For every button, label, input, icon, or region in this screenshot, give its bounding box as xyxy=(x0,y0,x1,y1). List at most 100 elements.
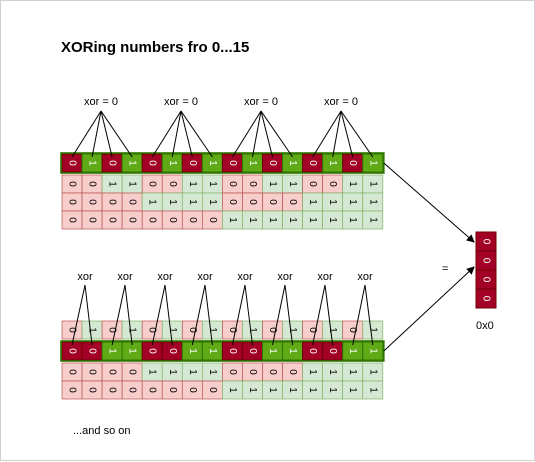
bit-value: 1 xyxy=(307,199,318,205)
bit-cell: 1 xyxy=(141,192,163,212)
bit-value: 0 xyxy=(127,217,138,223)
bit-cell: 0 xyxy=(302,174,324,194)
bit-cell: 0 xyxy=(222,362,243,382)
bit-value: 0 xyxy=(107,369,118,375)
bit-value: 1 xyxy=(207,327,218,333)
bit-cell: 1 xyxy=(302,380,324,400)
xor-label: xor = 0 xyxy=(244,96,278,108)
bit-value: 0 xyxy=(107,199,118,205)
bit-value: 1 xyxy=(327,369,338,375)
bit-value: 1 xyxy=(267,348,278,354)
arrow-bottom-to-result xyxy=(383,266,475,352)
bit-cell: 0 xyxy=(302,320,324,340)
bit-cell: 0 xyxy=(81,380,103,400)
bit-value: 1 xyxy=(287,348,298,354)
bit-value: 0 xyxy=(87,369,98,375)
bit-value: 1 xyxy=(367,348,378,354)
bit-value: 0 xyxy=(227,160,238,166)
bit-value: 0 xyxy=(127,369,138,375)
bit-value: 0 xyxy=(227,199,238,205)
bit-cell: 0 xyxy=(61,174,83,194)
connector-line xyxy=(340,110,374,158)
bit-cell: 0 xyxy=(222,320,243,340)
xor-label: xor = 0 xyxy=(324,96,358,108)
bit-value: 1 xyxy=(347,199,358,205)
bit-value: 1 xyxy=(187,348,198,354)
bit-value: 1 xyxy=(247,327,258,333)
bit-value: 0 xyxy=(147,348,158,354)
bit-value: 0 xyxy=(147,217,158,223)
bit-value: 1 xyxy=(127,348,138,354)
bit-cell-bg xyxy=(362,153,384,173)
bit-value: 0 xyxy=(187,217,198,223)
bit-value: 0 xyxy=(107,217,118,223)
xor-label: xor xyxy=(157,271,173,283)
bit-value: 1 xyxy=(367,369,378,375)
bit-value: 0 xyxy=(347,160,358,166)
bit-cell-bg xyxy=(475,288,497,309)
bit-cell: 0 xyxy=(81,192,103,212)
bit-cell: 1 xyxy=(342,210,364,230)
bit-value: 1 xyxy=(347,387,358,393)
bit-cell: 0 xyxy=(81,210,103,230)
xor-label: xor xyxy=(237,271,253,283)
bit-cell: 1 xyxy=(101,174,123,194)
bit-cell: 0 xyxy=(161,380,183,400)
bit-value: 1 xyxy=(287,217,298,223)
bit-value: 0 xyxy=(247,181,258,187)
bit-value: 1 xyxy=(347,348,358,354)
bit-value: 0 xyxy=(227,369,238,375)
bit-value: 0 xyxy=(481,258,492,264)
bit-value: 1 xyxy=(347,369,358,375)
bit-cell: 1 xyxy=(362,153,384,173)
bit-cell: 0 xyxy=(61,210,83,230)
bit-value: 1 xyxy=(287,160,298,166)
bit-cell: 0 xyxy=(141,320,163,340)
bit-value: 0 xyxy=(147,387,158,393)
bit-cell: 0 xyxy=(101,192,123,212)
connector-line xyxy=(204,284,213,346)
bit-cell: 1 xyxy=(181,341,203,361)
bit-cell: 0 xyxy=(242,192,263,212)
bit-cell: 0 xyxy=(202,380,223,400)
bit-value: 0 xyxy=(327,181,338,187)
connector-line xyxy=(260,110,274,158)
bit-cell: 1 xyxy=(121,174,143,194)
bit-cell: 1 xyxy=(282,210,303,230)
bit-value: 0 xyxy=(67,387,78,393)
connector-line xyxy=(244,284,253,346)
bit-cell: 0 xyxy=(141,174,163,194)
connector-line xyxy=(231,284,246,346)
bit-cell: 0 xyxy=(262,192,283,212)
xor-label: xor xyxy=(117,271,133,283)
bit-cell: 0 xyxy=(282,362,303,382)
bit-value: 1 xyxy=(307,217,318,223)
bit-value: 1 xyxy=(267,387,278,393)
connector-line xyxy=(151,110,182,158)
bit-value: 0 xyxy=(267,369,278,375)
bit-value: 1 xyxy=(287,387,298,393)
bit-value: 1 xyxy=(367,387,378,393)
bit-cell: 0 xyxy=(322,174,344,194)
bit-value: 1 xyxy=(367,217,378,223)
bit-cell: 1 xyxy=(302,210,324,230)
xor-label: xor = 0 xyxy=(164,96,198,108)
bit-cell: 1 xyxy=(322,320,344,340)
bit-cell: 0 xyxy=(61,362,83,382)
bit-value: 0 xyxy=(347,327,358,333)
bit-cell: 0 xyxy=(121,210,143,230)
result-cell: 0 xyxy=(475,288,497,309)
bit-cell: 0 xyxy=(101,380,123,400)
bit-cell: 1 xyxy=(362,174,384,194)
bit-value: 1 xyxy=(267,217,278,223)
bit-cell: 0 xyxy=(141,380,163,400)
bit-cell: 0 xyxy=(121,192,143,212)
bit-cell: 1 xyxy=(342,174,364,194)
bit-cell: 1 xyxy=(322,210,344,230)
bit-value: 0 xyxy=(327,348,338,354)
